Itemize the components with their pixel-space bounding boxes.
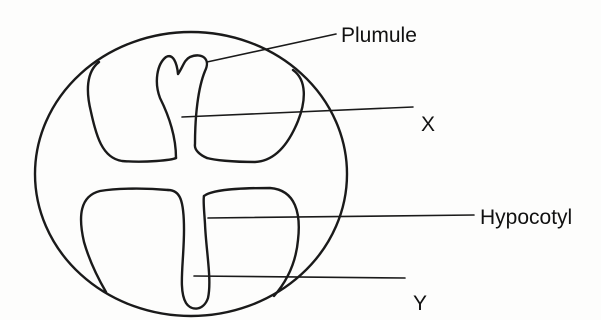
- y-label: Y: [413, 292, 427, 315]
- plumule-label: Plumule: [341, 24, 417, 47]
- hypocotyl-label: Hypocotyl: [480, 206, 572, 229]
- x-label: X: [421, 113, 435, 136]
